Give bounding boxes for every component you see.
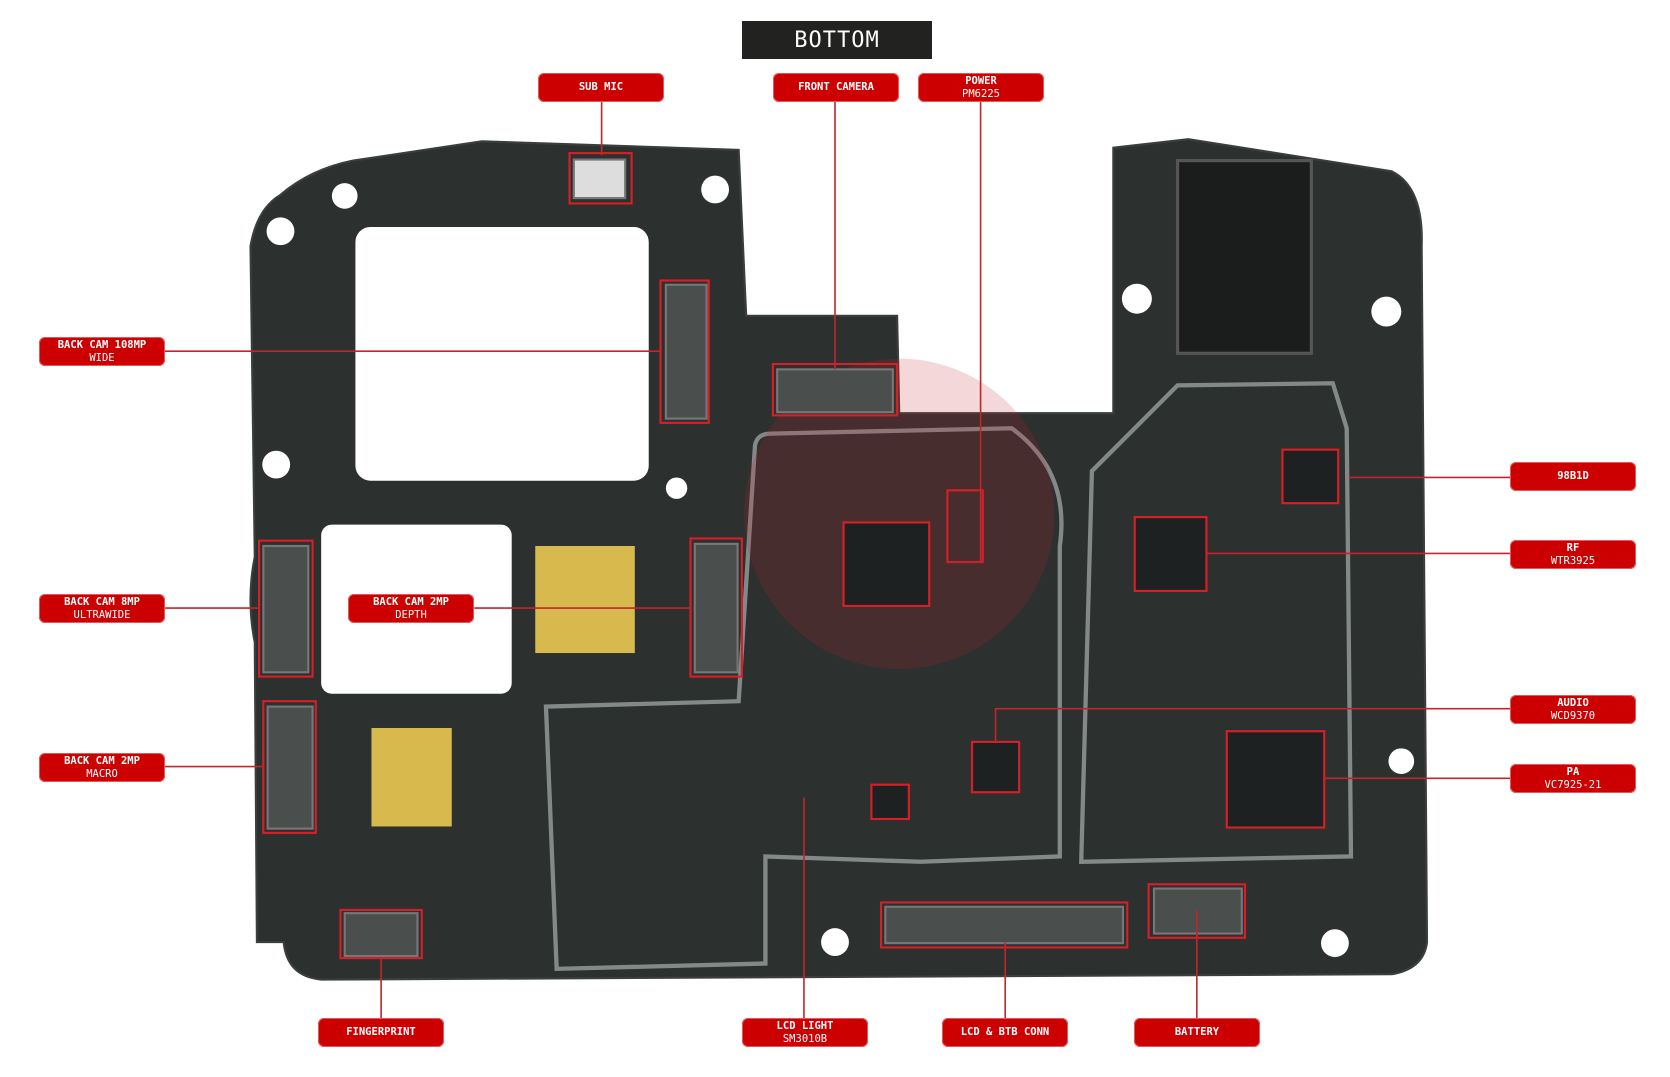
label-part: DEPTH xyxy=(395,608,427,621)
label-text: LCD & BTB CONN xyxy=(960,1026,1050,1038)
shield-frame-right xyxy=(1079,381,1354,864)
label-part: SM3010B xyxy=(782,1032,828,1045)
label-text: SUB MIC xyxy=(578,81,624,93)
label-text: LCD LIGHT xyxy=(776,1019,834,1032)
label-text: BACK CAM 2MP xyxy=(373,595,449,608)
label-text: FRONT CAMERA xyxy=(798,81,874,93)
view-title: BOTTOM xyxy=(742,21,932,59)
label-text: POWER xyxy=(965,74,997,87)
label-text: BACK CAM 8MP xyxy=(64,595,140,608)
label-part: PM6225 xyxy=(962,87,1000,100)
label-98b1d: 98B1D xyxy=(1510,462,1636,491)
shield-frame-center xyxy=(543,426,1064,972)
label-part: WCD9370 xyxy=(1550,709,1596,722)
watermark-logo xyxy=(744,358,1055,670)
label-text: AUDIO xyxy=(1557,696,1589,709)
label-text: BACK CAM 108MP xyxy=(57,338,147,351)
label-part: ULTRAWIDE xyxy=(73,608,131,621)
leader-lines xyxy=(164,101,1511,1019)
label-text: BACK CAM 2MP xyxy=(64,754,140,767)
mounting-holes xyxy=(262,175,1415,958)
label-text: 98B1D xyxy=(1557,470,1589,482)
label-part: VC7925-21 xyxy=(1544,778,1602,791)
label-part: WIDE xyxy=(89,351,115,364)
label-front-camera: FRONT CAMERA xyxy=(773,73,899,102)
label-fingerprint: FINGERPRINT xyxy=(318,1018,444,1047)
label-part: WTR3925 xyxy=(1550,554,1596,567)
label-battery: BATTERY xyxy=(1134,1018,1260,1047)
gold-pad xyxy=(535,545,635,654)
gold-pad xyxy=(371,727,452,827)
label-text: FINGERPRINT xyxy=(346,1026,416,1038)
label-lcd-btb-conn: LCD & BTB CONN xyxy=(942,1018,1068,1047)
audio-jack xyxy=(1175,159,1313,355)
label-sub-mic: SUB MIC xyxy=(538,73,664,102)
label-text: PA xyxy=(1566,765,1580,778)
label-part: MACRO xyxy=(86,767,118,780)
label-text: BATTERY xyxy=(1174,1026,1220,1038)
camera-cutout-main xyxy=(355,226,649,481)
label-text: RF xyxy=(1566,541,1580,554)
